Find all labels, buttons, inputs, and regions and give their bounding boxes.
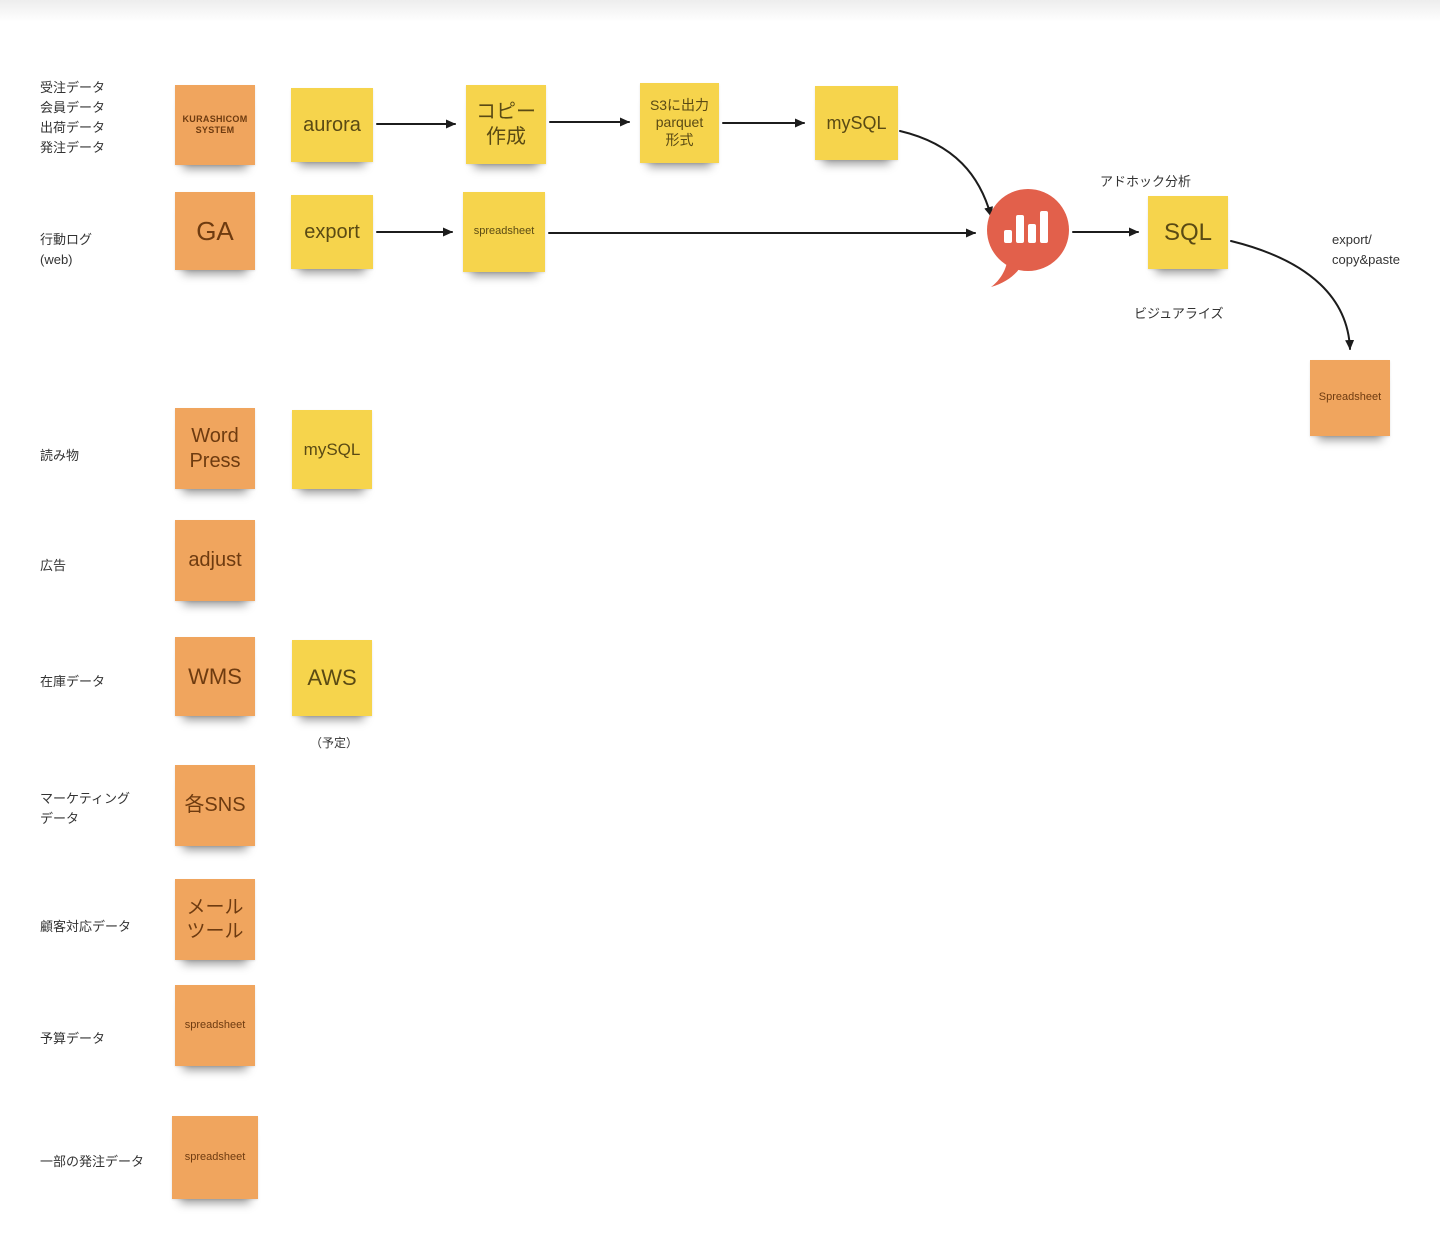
label-kokoku: 広告 — [40, 558, 67, 573]
note-wms[interactable]: WMS — [175, 637, 255, 716]
note-mysql-top[interactable]: mySQL — [815, 86, 898, 160]
label-aws-planned: （予定） — [310, 736, 359, 750]
note-spreadsheet-row2[interactable]: spreadsheet — [463, 192, 545, 272]
note-sns[interactable]: 各SNS — [175, 765, 255, 846]
note-spreadsheet-budget[interactable]: spreadsheet — [175, 985, 255, 1066]
note-mail-tool[interactable]: メール ツール — [175, 879, 255, 960]
note-wordpress[interactable]: Word Press — [175, 408, 255, 489]
label-ichibu-hacchu-data: 一部の発注データ — [40, 1154, 145, 1169]
label-kokyaku-taio-data: 顧客対応データ — [40, 919, 132, 934]
label-export-copy-paste: export/ copy&paste — [1332, 232, 1400, 268]
note-spreadsheet-output[interactable]: Spreadsheet — [1310, 360, 1390, 436]
note-copy-create[interactable]: コピー 作成 — [466, 85, 546, 164]
redash-logo[interactable] — [985, 186, 1071, 290]
note-kurashicom-system[interactable]: KURASHICOM SYSTEM — [175, 85, 255, 165]
note-aws[interactable]: AWS — [292, 640, 372, 716]
note-spreadsheet-partial-orders[interactable]: spreadsheet — [172, 1116, 258, 1199]
note-sql[interactable]: SQL — [1148, 196, 1228, 269]
window-top-edge — [0, 0, 1440, 22]
label-yosan-data: 予算データ — [40, 1031, 106, 1046]
label-yomimono: 読み物 — [40, 448, 80, 463]
label-row2-source: 行動ログ (web) — [40, 232, 93, 268]
note-aurora[interactable]: aurora — [291, 88, 373, 162]
label-marketing-data: マーケティング データ — [40, 791, 130, 827]
label-visualize: ビジュアライズ — [1134, 306, 1224, 321]
label-zaiko-data: 在庫データ — [40, 674, 106, 689]
arrow-mysql-to-logo — [899, 130, 993, 217]
label-adhoc-analysis: アドホック分析 — [1100, 174, 1192, 189]
note-s3-parquet[interactable]: S3に出力 parquet 形式 — [640, 83, 719, 163]
note-ga[interactable]: GA — [175, 192, 255, 270]
note-export[interactable]: export — [291, 195, 373, 269]
note-mysql-wordpress[interactable]: mySQL — [292, 410, 372, 489]
label-row1-sources: 受注データ 会員データ 出荷データ 発注データ — [40, 80, 106, 156]
note-adjust[interactable]: adjust — [175, 520, 255, 601]
